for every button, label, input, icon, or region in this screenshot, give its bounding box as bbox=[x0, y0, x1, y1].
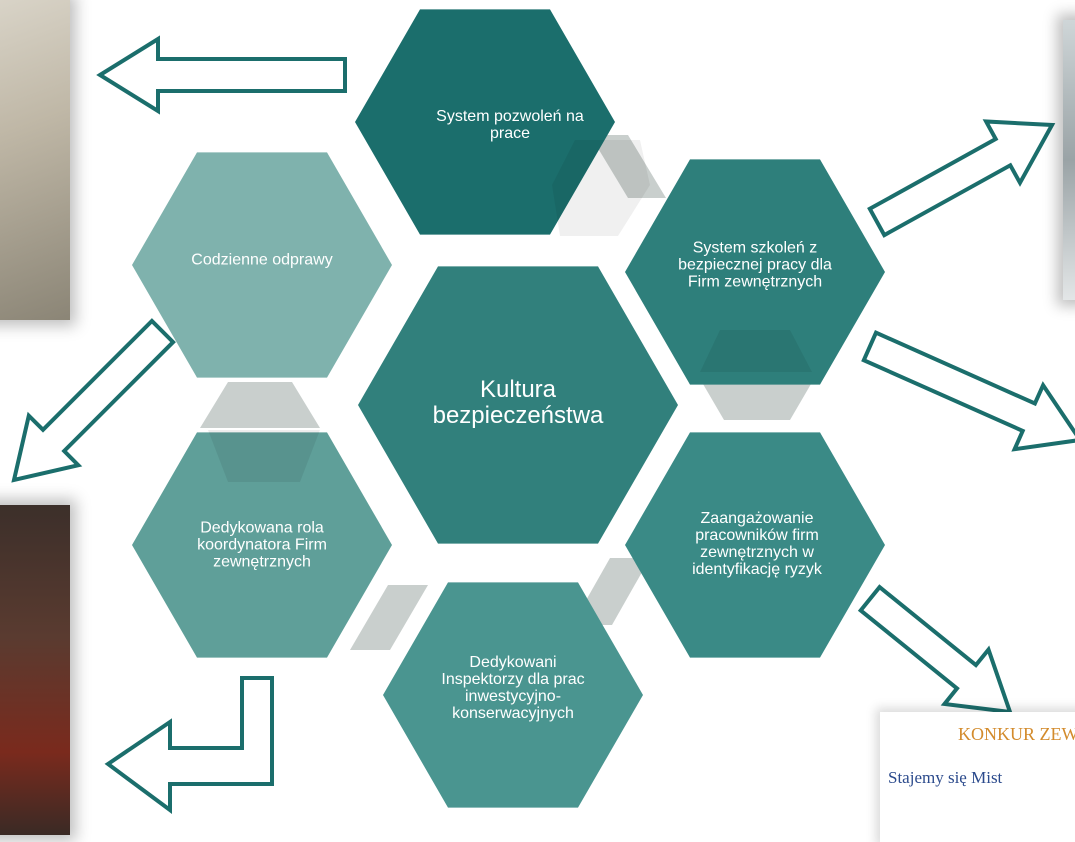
arrow-left-down bbox=[11, 318, 176, 483]
hexagon-facet-3 bbox=[208, 430, 320, 482]
hexagon-dedykowana-rola bbox=[132, 432, 392, 658]
hexagon-dedykowani-inspektorzy bbox=[383, 582, 643, 808]
center-label: Kultura bezpieczeństwa bbox=[432, 376, 604, 429]
hexagon-label-dedykowana-rola: Dedykowana rola koordynatora Firm zewnęt… bbox=[197, 519, 327, 571]
connector-4 bbox=[350, 585, 428, 650]
safety-harness-photo bbox=[0, 0, 70, 320]
hexagon-facet-2 bbox=[700, 330, 812, 372]
hexagon-label-system-szkolen: System szkoleń z bezpiecznej pracy dla F… bbox=[678, 239, 832, 291]
hexagon-zaangazowanie bbox=[625, 432, 885, 658]
hexagon-system-szkolen bbox=[625, 159, 885, 385]
arrow-bottom-right bbox=[857, 584, 1013, 715]
contest-title: KONKUR ZEWNI bbox=[958, 724, 1075, 744]
hexagon-label-zaangazowanie: Zaangażowanie pracowników firm zewnętrzn… bbox=[692, 510, 822, 578]
arrow-top-left bbox=[96, 35, 347, 115]
hexagon-label-system-pozwolen: System pozwoleń na prace bbox=[436, 108, 584, 142]
center-hexagon bbox=[358, 266, 678, 544]
connector-1 bbox=[590, 135, 666, 198]
hexagon-codzienne-odprawy bbox=[132, 152, 392, 378]
worker-helmet-photo bbox=[0, 505, 70, 835]
hexagon-system-pozwolen bbox=[355, 9, 615, 235]
arrow-top-right bbox=[867, 119, 1056, 238]
connector-5 bbox=[200, 382, 320, 428]
training-photo bbox=[1063, 20, 1075, 300]
hexagon-facet-1 bbox=[552, 140, 650, 236]
arrow-right bbox=[861, 330, 1075, 452]
hexagon-label-codzienne-odprawy: Codzienne odprawy bbox=[191, 251, 333, 269]
hexagon-label-dedykowani-inspektorzy: Dedykowani Inspektorzy dla prac inwestyc… bbox=[441, 654, 585, 722]
arrow-bottom-left bbox=[104, 676, 274, 814]
contest-poster: KONKUR ZEWNI Stajemy się Mist bbox=[880, 712, 1075, 842]
contest-subtitle: Stajemy się Mist bbox=[888, 768, 1003, 787]
